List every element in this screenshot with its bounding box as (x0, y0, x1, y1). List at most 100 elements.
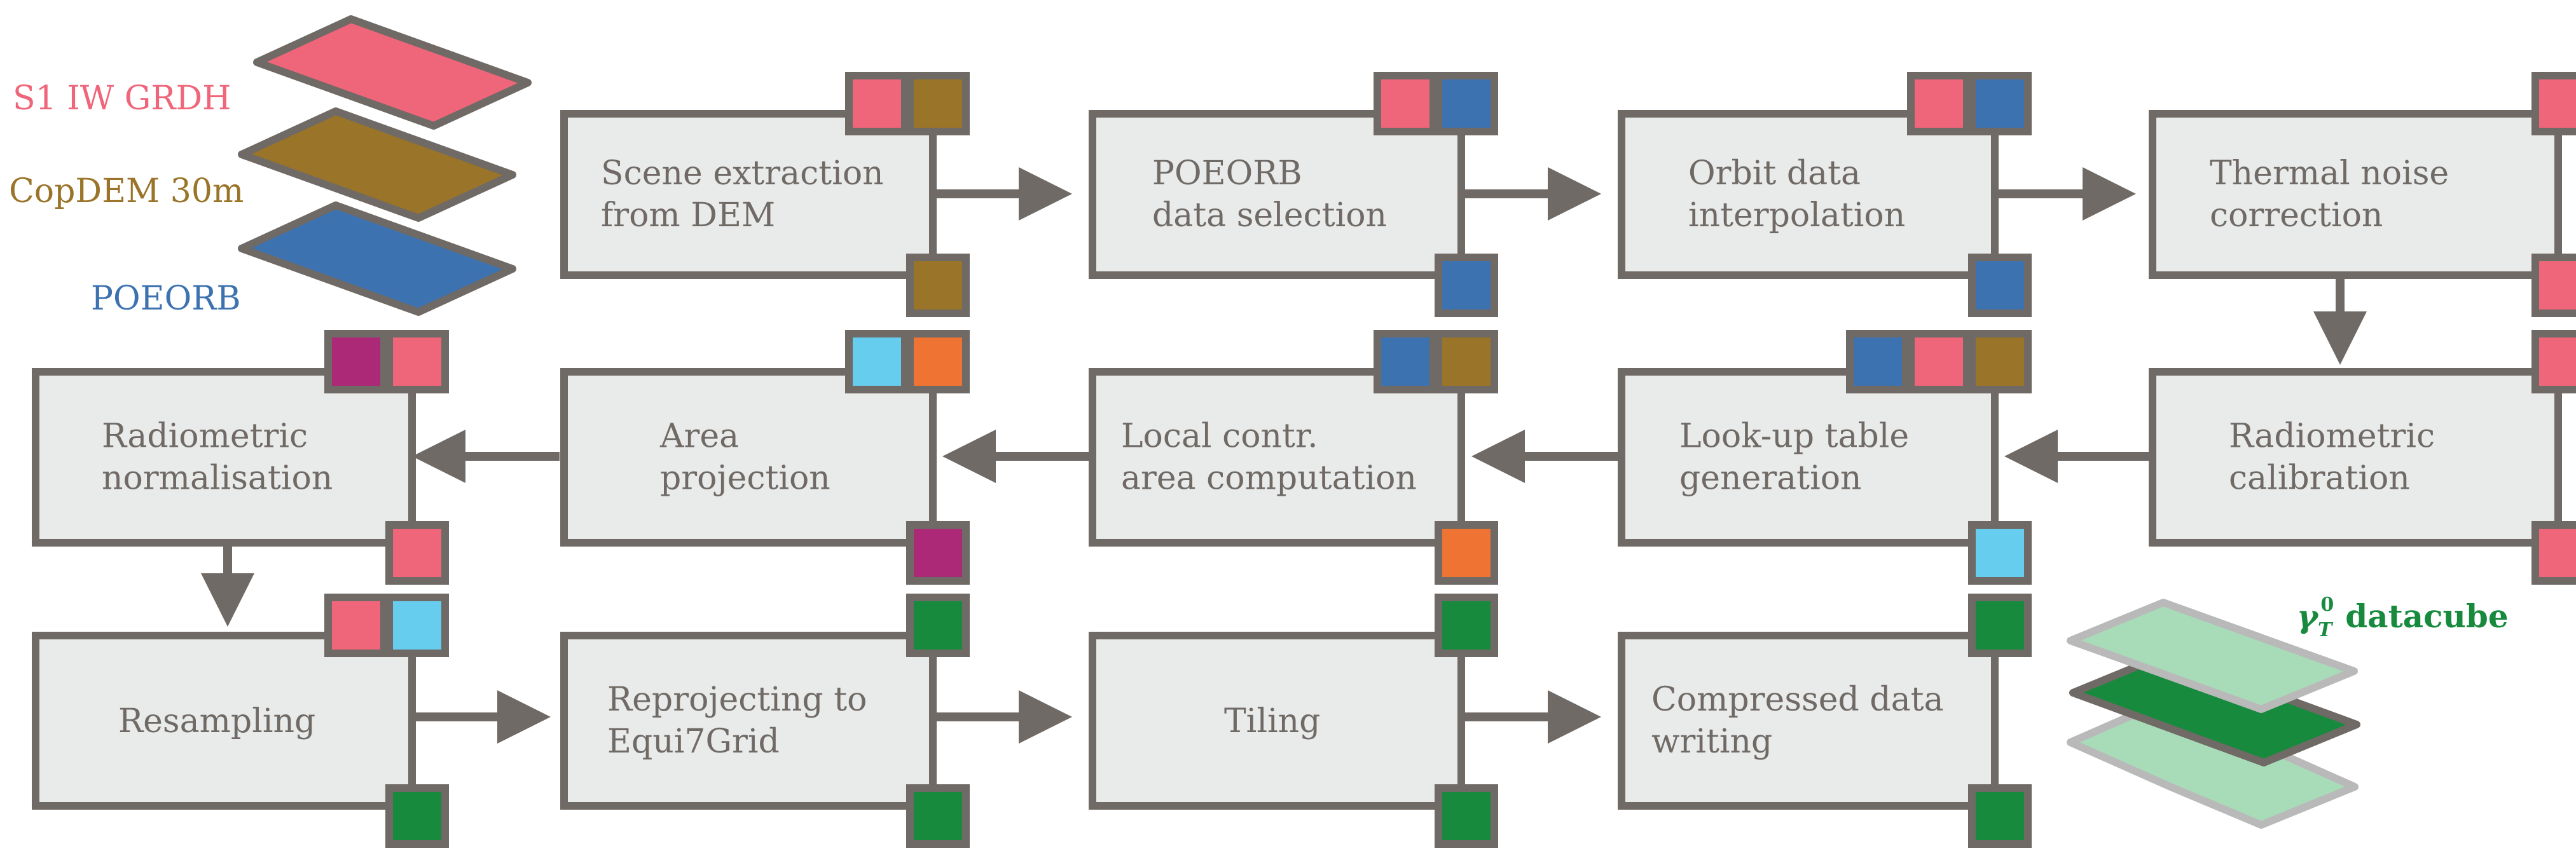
input-data-chip-orbit (1846, 330, 1910, 393)
step-box (32, 368, 416, 547)
step-label-line: correction (2210, 196, 2383, 235)
data-indicators (324, 72, 2576, 848)
input-data-chip-s1 (1374, 72, 1437, 135)
step-box (1618, 632, 1999, 810)
step-label-line: Orbit data (1688, 154, 1861, 193)
step-label-line: Compressed data (1651, 681, 1943, 719)
output-data-chip-orbit (1435, 254, 1498, 317)
step-label-line: area computation (1121, 460, 1417, 498)
step-label-line: from DEM (601, 196, 775, 235)
step-label-line: normalisation (102, 460, 333, 498)
step-label-line: Scene extraction (601, 154, 884, 193)
output-data-chip-area (906, 521, 970, 585)
input-data-chip-cube (906, 594, 970, 657)
poeorb-layer-icon (238, 201, 516, 316)
output-data-chip-lut (1968, 521, 2032, 585)
step-label-line: Reprojecting to (607, 681, 867, 719)
step-label-line: Area (659, 418, 739, 456)
gamma-subscript: T (2318, 619, 2334, 641)
step-label-line: Thermal noise (2210, 154, 2449, 193)
step-area-projection: Area projection (560, 368, 937, 547)
input-data-chip-dem (906, 72, 970, 135)
input-data-chip-orbit (1374, 330, 1437, 393)
gamma-superscript: 0 (2320, 594, 2334, 616)
output-data-chip-cube (1968, 784, 2032, 848)
input-data-chip-lut (845, 330, 909, 393)
step-label-line: projection (660, 460, 830, 498)
output-data-chip-orbit (1968, 254, 2032, 317)
step-compression: Compressed data writing (1618, 632, 1999, 810)
step-label-line: Radiometric (102, 418, 308, 456)
step-box (1618, 368, 1999, 547)
step-label-line: writing (1651, 723, 1772, 761)
step-lut-generation: Look-up table generation (1618, 368, 1999, 547)
step-box (1618, 110, 1999, 279)
output-data-chip-cube (385, 784, 449, 848)
flow-arrows (201, 167, 2367, 744)
input-data-chip-s1 (845, 72, 909, 135)
step-lca-computation: Local contr.area computation (1089, 368, 1465, 547)
step-label-line: interpolation (1688, 196, 1905, 235)
input-data-chip-dem (1968, 330, 2032, 393)
output-data-chip-lca (1435, 521, 1498, 585)
input-data-chip-lca (906, 330, 970, 393)
step-box (560, 632, 937, 810)
step-box (560, 110, 937, 279)
legend-label-s1-grdh: S1 IW GRDH (13, 79, 231, 118)
step-label-line: Resampling (118, 702, 315, 740)
input-data-chip-orbit (1968, 72, 2032, 135)
input-data-chip-s1 (2531, 330, 2576, 393)
datacube-word: datacube (2345, 597, 2508, 635)
step-box (2149, 110, 2562, 279)
input-legend: S1 IW GRDH CopDEM 30m POEORB (9, 15, 532, 318)
input-data-chip-lut (385, 594, 449, 657)
step-resampling: Resampling (32, 632, 416, 810)
output-data-chip-s1 (385, 521, 449, 585)
step-box (32, 632, 416, 810)
step-label-line: Equi7Grid (607, 723, 780, 761)
output-data-chip-dem (906, 254, 970, 317)
s1-grdh-layer-icon (253, 15, 532, 130)
input-data-chip-s1 (1907, 72, 1971, 135)
input-data-chip-s1 (324, 594, 388, 657)
legend-label-poeorb: POEORB (91, 280, 241, 318)
input-data-chip-cube (1435, 594, 1498, 657)
input-data-chip-area (324, 330, 388, 393)
step-label-line: Tiling (1224, 702, 1320, 740)
output-data-chip-cube (1435, 784, 1498, 848)
step-label-line: data selection (1152, 196, 1387, 235)
step-box (1089, 110, 1465, 279)
input-data-chip-cube (1968, 594, 2032, 657)
output-data-chip-cube (906, 784, 970, 848)
legend-label-copdem: CopDEM 30m (9, 172, 244, 210)
output-data-chip-s1 (2531, 254, 2576, 317)
step-label-line: calibration (2229, 460, 2410, 498)
input-data-chip-s1 (385, 330, 449, 393)
input-data-chip-dem (1435, 330, 1498, 393)
step-label-line: POEORB (1152, 154, 1302, 193)
input-data-chip-s1 (1907, 330, 1971, 393)
step-box (1089, 632, 1465, 810)
input-data-chip-s1 (2531, 72, 2576, 135)
input-data-chip-orbit (1435, 72, 1498, 135)
copdem-layer-icon (238, 107, 516, 222)
output-data-chip-s1 (2531, 521, 2576, 585)
datacube-middle-layer (2069, 651, 2360, 766)
step-label-line: Look-up table (1679, 418, 1909, 456)
step-box (560, 368, 937, 547)
step-box (1089, 368, 1465, 547)
step-tiling: Tiling (1089, 632, 1465, 810)
datacube-top-layer (2067, 599, 2358, 713)
step-label-line: Radiometric (2229, 418, 2435, 456)
step-label-line: generation (1679, 460, 1862, 498)
step-box (2149, 368, 2562, 547)
step-radiometric-normalisation: Radiometric normalisation (32, 368, 416, 547)
